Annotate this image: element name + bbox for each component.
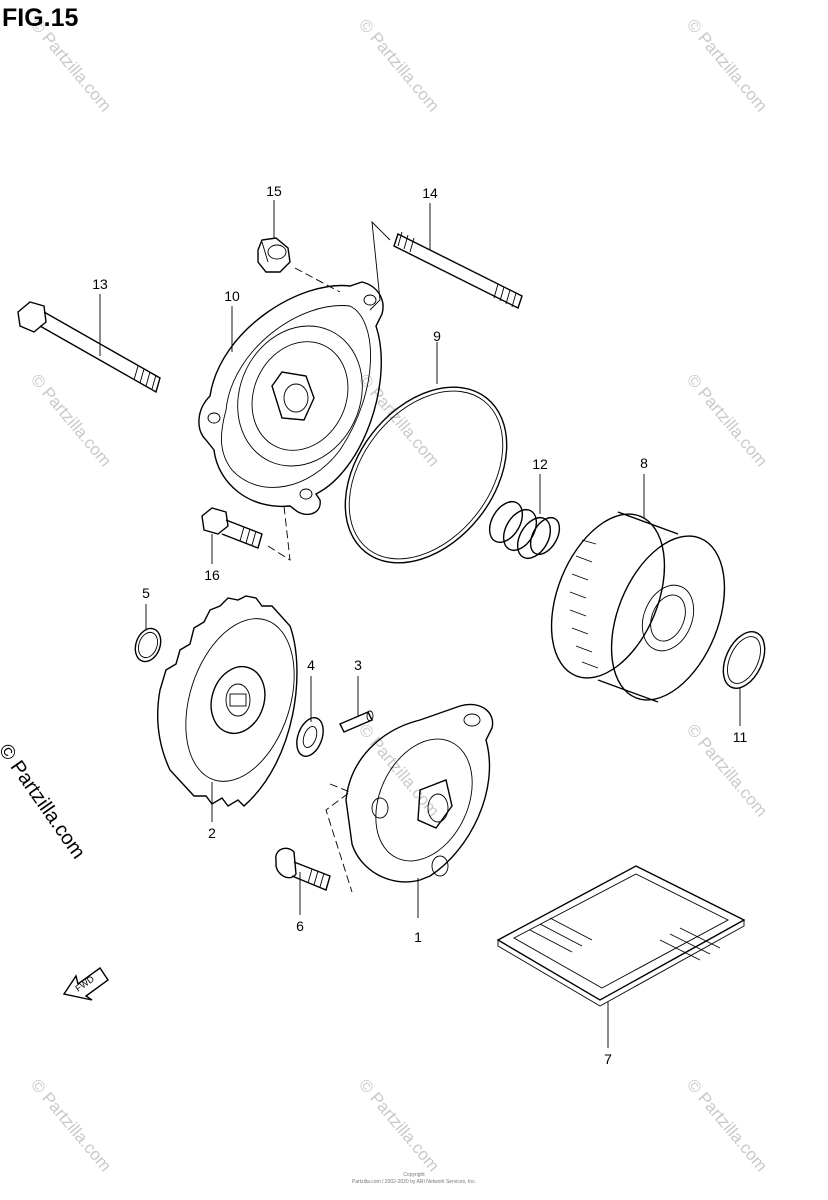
watermark-layer: © Partzilla.com © Partzilla.com © Partzi… xyxy=(27,15,771,1175)
figure-title: FIG.15 xyxy=(2,4,79,32)
leader-lines xyxy=(99,200,741,1048)
part-16-bolt xyxy=(201,505,291,561)
part-5-circlip xyxy=(134,627,162,663)
watermark-top-right: © Partzilla.com xyxy=(683,15,771,115)
part-7-strainer xyxy=(496,865,746,1007)
callout-10: 10 xyxy=(224,288,240,304)
watermark-mid-center: © Partzilla.com xyxy=(355,370,443,470)
part-4-washer xyxy=(296,717,324,757)
watermark-low-right: © Partzilla.com xyxy=(683,720,771,820)
part-10-cover xyxy=(198,281,384,516)
footer-copyright-text: Partzilla.com / 2002-2020 by ARI Network… xyxy=(352,1179,476,1185)
callout-2: 2 xyxy=(208,825,216,841)
part-15-nut xyxy=(257,237,341,293)
footer-copyright-label: Copyright xyxy=(403,1172,425,1178)
watermark-low-center: © Partzilla.com xyxy=(355,720,443,820)
watermark-bottom-center: © Partzilla.com xyxy=(355,1075,443,1175)
part-12-spring xyxy=(488,501,561,559)
part-2-gear xyxy=(157,595,298,807)
callout-labels: 1 2 3 4 5 6 7 8 9 10 11 12 13 14 15 16 xyxy=(92,183,747,1067)
part-1-pump-body xyxy=(325,703,494,893)
part-13-bolt xyxy=(17,301,161,394)
callout-7: 7 xyxy=(604,1051,612,1067)
watermark-mid-left: © Partzilla.com xyxy=(27,370,115,470)
part-11-o-ring xyxy=(722,631,766,689)
part-9-o-ring xyxy=(344,386,508,564)
watermark-mid-right: © Partzilla.com xyxy=(683,370,771,470)
part-8-oil-filter xyxy=(550,511,726,703)
callout-8: 8 xyxy=(640,455,648,471)
callout-13: 13 xyxy=(92,276,108,292)
part-3-pin xyxy=(339,710,374,733)
watermark-top-center: © Partzilla.com xyxy=(355,15,443,115)
callout-3: 3 xyxy=(354,657,362,673)
part-6-screw xyxy=(275,847,331,891)
callout-16: 16 xyxy=(204,567,220,583)
watermark-bottom-left: © Partzilla.com xyxy=(27,1075,115,1175)
watermark-bottom-right: © Partzilla.com xyxy=(683,1075,771,1175)
fwd-arrow-icon: FWD xyxy=(62,967,109,1001)
callout-12: 12 xyxy=(532,456,548,472)
callout-14: 14 xyxy=(422,185,438,201)
callout-11: 11 xyxy=(733,729,748,745)
callout-6: 6 xyxy=(296,918,304,934)
callout-15: 15 xyxy=(266,183,282,199)
callout-9: 9 xyxy=(433,328,441,344)
callout-4: 4 xyxy=(307,657,315,673)
callout-5: 5 xyxy=(142,585,150,601)
part-14-stud xyxy=(369,220,523,311)
callout-1: 1 xyxy=(414,929,422,945)
